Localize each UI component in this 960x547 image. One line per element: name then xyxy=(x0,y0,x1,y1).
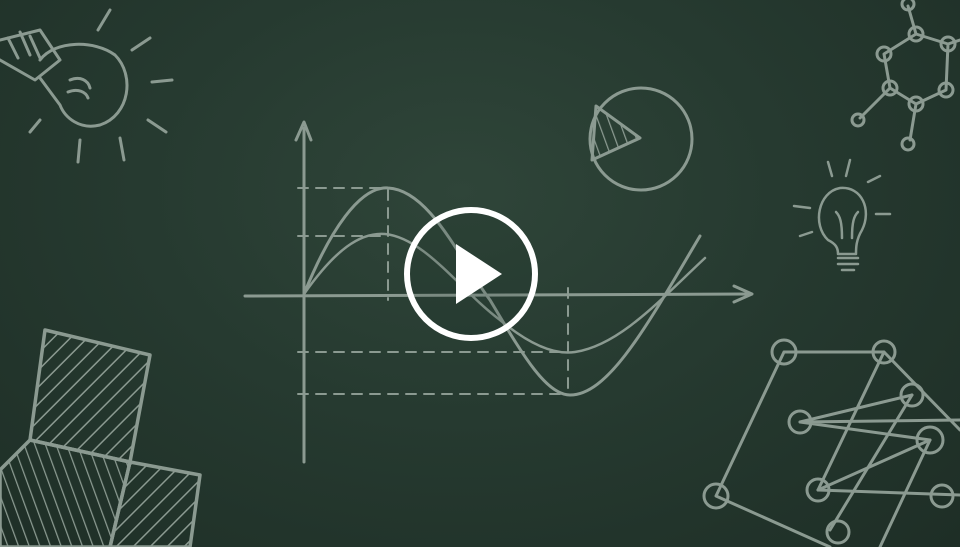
molecule-icon xyxy=(850,0,960,152)
small-lightbulb-icon xyxy=(792,158,892,272)
lightbulb-icon xyxy=(0,8,174,164)
play-button[interactable] xyxy=(404,207,538,341)
network-sketch xyxy=(702,338,960,547)
pie-chart-sketch xyxy=(588,86,694,192)
geometry-sketch xyxy=(0,328,202,547)
play-icon xyxy=(456,244,502,304)
